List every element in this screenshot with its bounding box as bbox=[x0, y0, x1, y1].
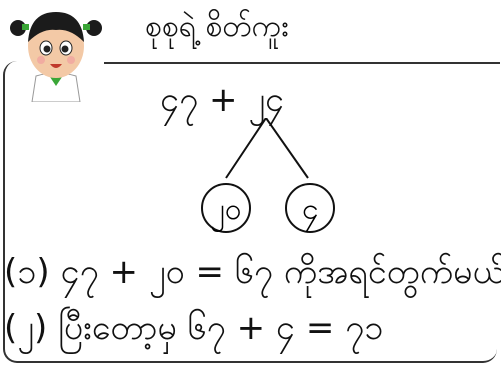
step-two: (၂) ပြီးတော့မှ ၆၇ + ၄ = ၇၁ bbox=[4, 308, 384, 348]
page-title: စုစုရဲ့ စိတ်ကူး bbox=[145, 9, 289, 44]
girl-avatar bbox=[10, 12, 102, 102]
split-circle-right bbox=[285, 183, 335, 233]
split-line-right bbox=[265, 118, 309, 179]
split-line-left bbox=[225, 118, 267, 179]
step-one: (၁) ၄၇ + ၂၀ = ၆၇ ကိုအရင်တွက်မယ် bbox=[4, 252, 501, 292]
number-split-diagram: ၂၀ ၄ bbox=[201, 118, 335, 233]
title-underline bbox=[104, 62, 500, 64]
split-circle-left bbox=[201, 183, 251, 233]
split-value-right: ၄ bbox=[302, 192, 319, 233]
split-value-left: ၂၀ bbox=[210, 192, 242, 233]
content-panel bbox=[3, 61, 497, 363]
addition-expression: ၄၇ + ၂၄ bbox=[160, 80, 285, 120]
